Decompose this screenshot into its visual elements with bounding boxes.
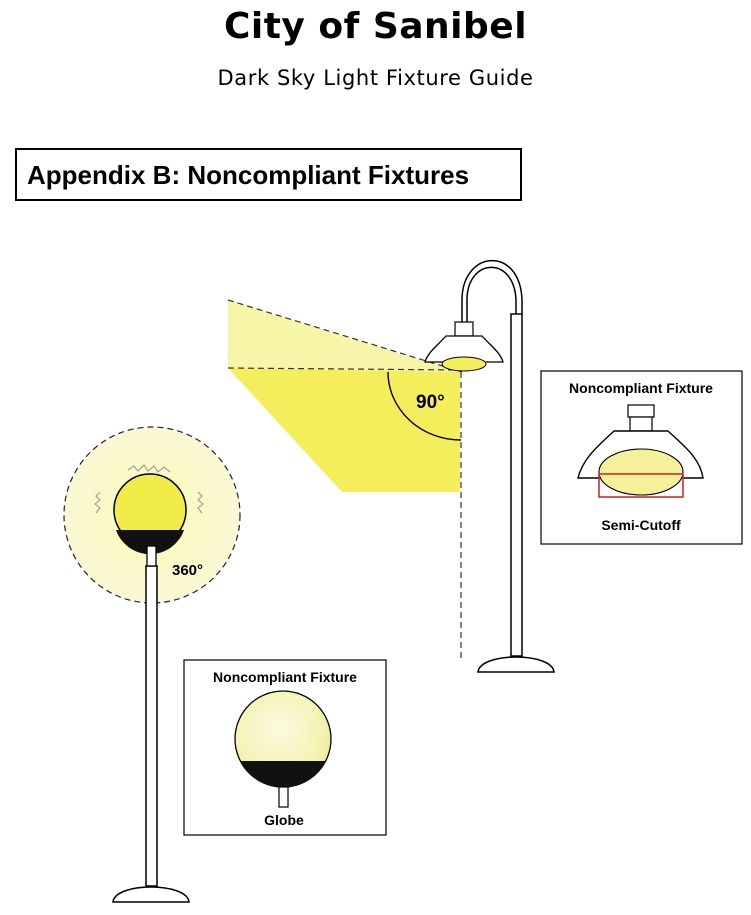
upper-pole-arm-inner bbox=[466, 266, 517, 325]
upper-fixture-lens bbox=[441, 356, 487, 372]
upper-pole bbox=[510, 313, 523, 657]
horizontal-reference-line bbox=[227, 367, 463, 371]
lower-pole-neck bbox=[146, 545, 157, 567]
glow-rays-top bbox=[127, 464, 171, 473]
angle-arc-90 bbox=[387, 371, 462, 441]
inset-globe-stem bbox=[278, 786, 289, 808]
angle-label-90: 90° bbox=[416, 392, 445, 413]
inset-globe-caption: Globe bbox=[264, 812, 304, 828]
glow-rays-right bbox=[197, 491, 204, 514]
upper-fixture-shade bbox=[424, 335, 504, 363]
lower-pole bbox=[145, 565, 158, 887]
upper-pole-arm bbox=[461, 259, 523, 325]
inset-fixture-neck bbox=[629, 416, 653, 432]
upper-fixture-cap bbox=[454, 321, 474, 337]
downward-light-spill bbox=[228, 368, 460, 492]
appendix-heading: Appendix B: Noncompliant Fixtures bbox=[27, 160, 470, 190]
cutoff-highlight-box bbox=[598, 473, 684, 498]
lower-pole-base bbox=[112, 886, 190, 903]
inset-fixture-cap bbox=[627, 404, 655, 418]
inset-fixture-lamp bbox=[598, 448, 684, 496]
inset-globe-heading: Noncompliant Fixture bbox=[213, 669, 357, 685]
glow-rays-left bbox=[94, 491, 101, 514]
inset-globe-base-band bbox=[240, 761, 326, 788]
appendix-heading-box: Appendix B: Noncompliant Fixtures bbox=[15, 148, 522, 201]
inset-semi-cutoff-heading: Noncompliant Fixture bbox=[569, 380, 713, 396]
upward-spill-edge bbox=[227, 299, 463, 373]
page-title: City of Sanibel bbox=[223, 6, 528, 47]
upper-pole-base bbox=[477, 656, 555, 673]
angle-label-360: 360° bbox=[172, 562, 203, 579]
globe-base-band bbox=[116, 530, 184, 555]
inset-semi-cutoff-caption: Semi-Cutoff bbox=[601, 517, 681, 533]
page-subtitle: Dark Sky Light Fixture Guide bbox=[217, 66, 534, 90]
